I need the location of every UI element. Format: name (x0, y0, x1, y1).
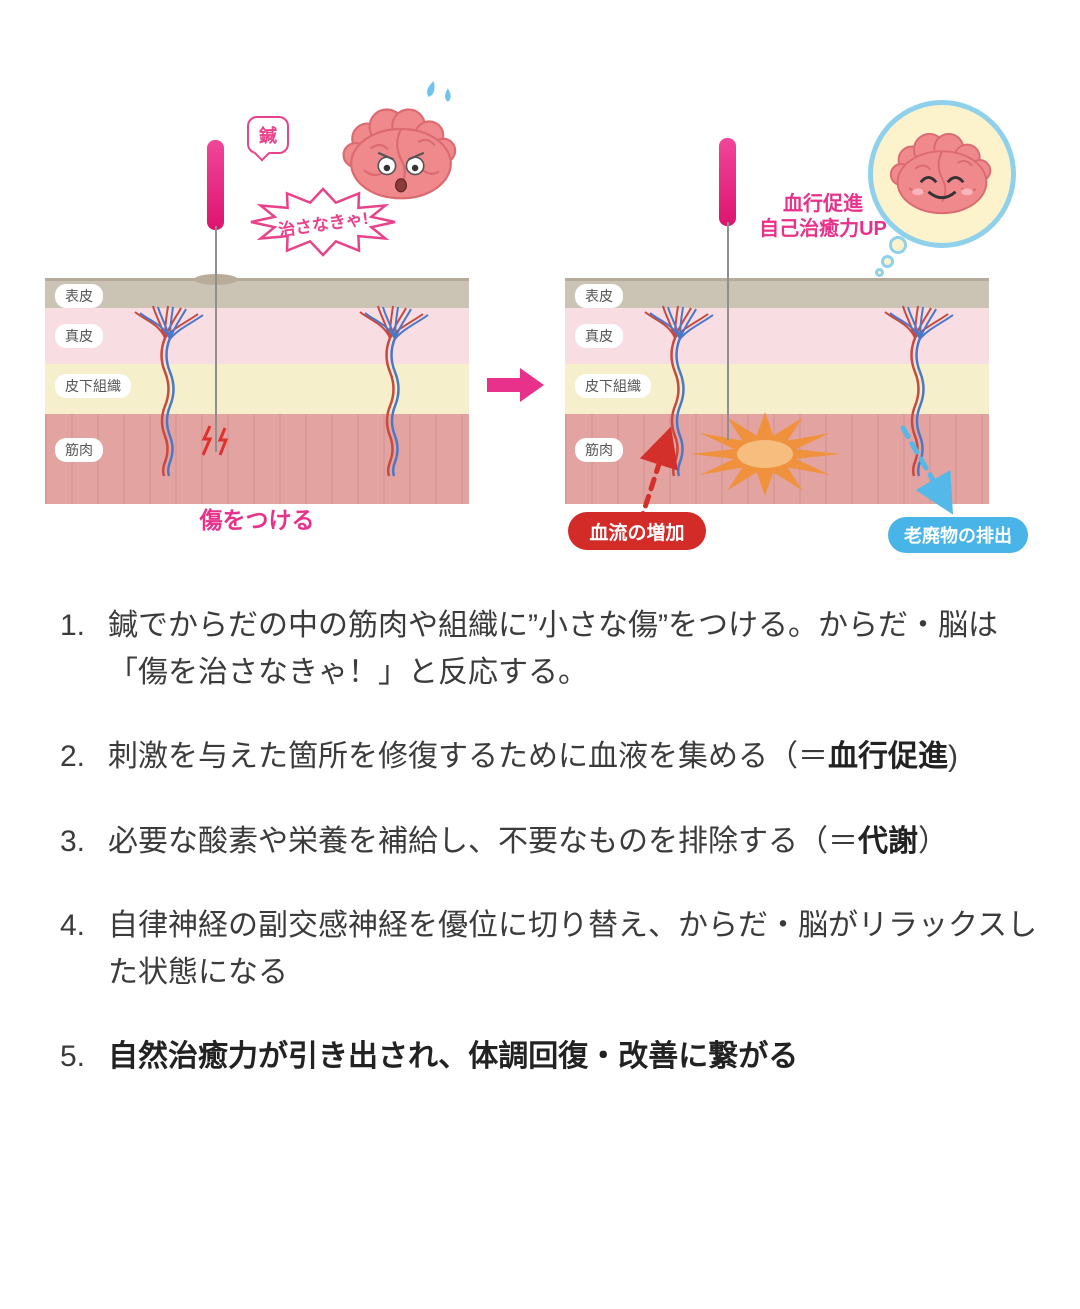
layer-label-dermis: 真皮 (575, 324, 623, 348)
text-bold: 血行促進 (828, 740, 948, 773)
vessels-stimulus-illustration (637, 278, 989, 526)
layer-label-muscle: 筋肉 (55, 438, 103, 462)
needle-label: 鍼 (259, 126, 277, 146)
text-pre: 鍼でからだの中の筋肉や組織に”小さな傷”をつける。からだ・脳は「傷を治さなきゃ！… (108, 609, 998, 689)
vessels-and-wound-illustration (45, 278, 469, 504)
text-pre: 自律神経の副交感神経を優位に切り替え、からだ・脳がリラックスした状態になる (108, 909, 1038, 989)
list-item-2: 2. 刺激を与えた箇所を修復するために血液を集める（＝血行促進) (60, 734, 1052, 781)
text-pre: 必要な酸素や栄養を補給し、不要なものを排除する（＝ (108, 824, 858, 858)
text-bold: 代謝 (858, 824, 918, 858)
skin-diagram-after: 表皮 真皮 皮下組織 筋肉 (565, 278, 989, 526)
thought-bubble-trail-2 (881, 255, 894, 268)
layer-epidermis (565, 278, 989, 308)
list-item-text: 刺激を与えた箇所を修復するために血液を集める（＝血行促進) (108, 734, 1052, 781)
explanation-list: 1. 鍼でからだの中の筋肉や組織に”小さな傷”をつける。からだ・脳は「傷を治さな… (60, 603, 1052, 1081)
text-post: ） (918, 824, 948, 858)
layer-label-subcutaneous: 皮下組織 (55, 374, 131, 398)
red-dashed-up-arrow-icon (637, 426, 678, 526)
list-item-3: 3. 必要な酸素や栄養を補給し、不要なものを排除する（＝代謝） (60, 819, 1052, 866)
list-item-4: 4. 自律神経の副交感神経を優位に切り替え、からだ・脳がリラックスした状態になる (60, 903, 1052, 996)
layer-label-muscle: 筋肉 (575, 438, 623, 462)
blue-dashed-down-arrow-icon (900, 425, 953, 515)
layer-muscle (565, 414, 989, 504)
layer-label-dermis: 真皮 (55, 324, 103, 348)
list-item-5: 5. 自然治癒力が引き出され、体調回復・改善に繋がる (60, 1034, 1052, 1081)
needle-speech-bubble: 鍼 (247, 116, 289, 154)
effect-text: 血行促進 自己治癒力UP (748, 192, 898, 242)
worried-brain-icon (342, 108, 457, 200)
needle-shaft (215, 226, 217, 452)
thought-bubble-trail-3 (875, 268, 884, 277)
list-item-number: 1. (60, 609, 86, 642)
list-item-1: 1. 鍼でからだの中の筋肉や組織に”小さな傷”をつける。からだ・脳は「傷を治さな… (60, 603, 1052, 696)
left-caption: 傷をつける (199, 507, 315, 533)
acupuncture-mechanism-diagram: 鍼 治さなきゃ! 表皮 真皮 (0, 0, 1080, 565)
needle-icon (207, 140, 224, 230)
needle-shaft-right (727, 222, 729, 440)
text-bold: 自然治癒力が引き出され、体調回復・改善に繋がる (108, 1040, 799, 1073)
list-item-text: 鍼でからだの中の筋肉や組織に”小さな傷”をつける。からだ・脳は「傷を治さなきゃ！… (108, 603, 1052, 696)
layer-label-epidermis: 表皮 (575, 284, 623, 308)
wound-lightning-icon (201, 425, 229, 456)
blood-flow-badge: 血流の増加 (568, 512, 706, 550)
list-item-number: 5. (60, 1040, 86, 1073)
list-item-text: 必要な酸素や栄養を補給し、不要なものを排除する（＝代謝） (108, 819, 1052, 866)
layer-epidermis (45, 278, 469, 308)
text-post: ) (948, 740, 958, 773)
layer-label-subcutaneous: 皮下組織 (575, 374, 651, 398)
thought-bubble-trail-1 (889, 236, 907, 254)
effect-line-2: 自己治癒力UP (759, 218, 887, 240)
list-item-number: 3. (60, 824, 86, 858)
needle-icon-right (719, 138, 736, 226)
happy-brain-icon (889, 132, 992, 214)
list-item-number: 4. (60, 909, 86, 942)
sweat-drops-icon (427, 80, 451, 102)
layer-label-epidermis: 表皮 (55, 284, 103, 308)
orange-starburst-icon (690, 412, 840, 496)
heal-burst-bubble: 治さなきゃ! (248, 186, 398, 258)
list-item-text: 自律神経の副交感神経を優位に切り替え、からだ・脳がリラックスした状態になる (108, 903, 1052, 996)
waste-excretion-badge: 老廃物の排出 (888, 517, 1028, 553)
skin-diagram-before: 表皮 真皮 皮下組織 筋肉 (45, 274, 469, 504)
thought-bubble (868, 100, 1016, 248)
list-item-text: 自然治癒力が引き出され、体調回復・改善に繋がる (108, 1034, 1052, 1081)
list-item-number: 2. (60, 740, 86, 773)
burst-shape-icon (250, 187, 396, 257)
text-pre: 刺激を与えた箇所を修復するために血液を集める（＝ (108, 740, 828, 773)
effect-line-1: 血行促進 (783, 193, 863, 215)
layer-muscle (45, 414, 469, 504)
right-block-arrow-icon (487, 368, 544, 402)
